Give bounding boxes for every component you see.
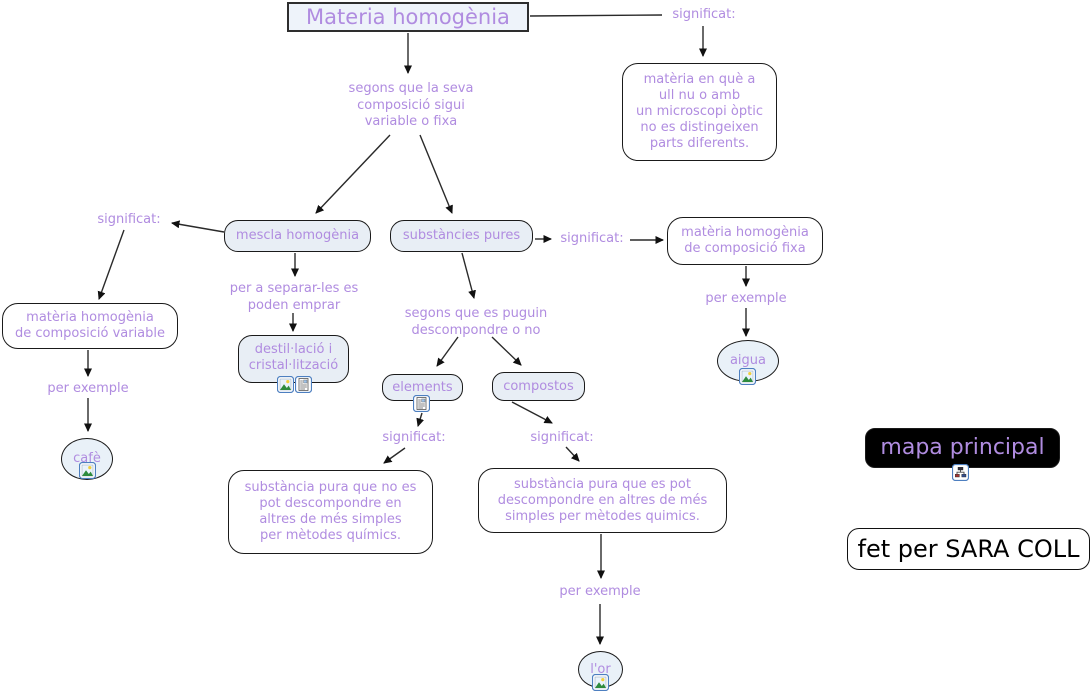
linking-phrase-per-exemple-bottom[interactable]: per exemple [559, 584, 641, 599]
concept-lor[interactable]: l'or [578, 651, 623, 688]
linking-phrase-per-exemple-right[interactable]: per exemple [705, 291, 787, 306]
concept-composicio-fixa[interactable]: matèria homogènia de composició fixa [667, 217, 823, 265]
concept-compostos[interactable]: compostos [492, 372, 585, 401]
concept-definicio-element[interactable]: substància pura que no es pot descompond… [228, 470, 433, 554]
linking-phrase-per-exemple-left[interactable]: per exemple [47, 381, 129, 396]
concept-destillacio-cristallitzacio[interactable]: destil·lació i cristal·lització [238, 335, 349, 383]
linking-phrase-significat-compostos[interactable]: significat: [530, 430, 594, 445]
linking-phrase-segons-composicio[interactable]: segons que la seva composició sigui vari… [348, 81, 474, 129]
concept-definicio-compost[interactable]: substància pura que es pot descompondre … [478, 468, 727, 533]
linking-phrase-per-a-separar[interactable]: per a separar-les es poden emprar [229, 281, 359, 313]
image-resource-icon[interactable] [79, 462, 96, 479]
concept-materia-homogenia[interactable]: Materia homogènia [287, 2, 529, 32]
image-resource-icon[interactable] [739, 368, 756, 385]
document-resource-icon[interactable] [295, 376, 312, 393]
concept-cafe[interactable]: cafè [61, 438, 113, 480]
linking-phrase-segons-descompondre[interactable]: segons que es puguin descompondre o no [404, 306, 548, 338]
concept-mescla-homogenia[interactable]: mescla homogènia [224, 220, 371, 252]
linking-phrase-significat-left[interactable]: significat: [97, 212, 161, 227]
image-resource-icon[interactable] [277, 376, 294, 393]
concept-mapa-principal[interactable]: mapa principal [865, 428, 1060, 468]
linking-phrase-significat-top[interactable]: significat: [672, 7, 736, 22]
concept-map-link-icon[interactable] [952, 464, 969, 481]
image-resource-icon[interactable] [592, 674, 609, 691]
linking-phrase-significat-elements[interactable]: significat: [382, 430, 446, 445]
document-resource-icon[interactable] [413, 395, 430, 412]
author-credit-box[interactable]: fet per SARA COLL [847, 528, 1090, 570]
concept-definicio-materia-homogenia[interactable]: matèria en què a ull nu o amb un microsc… [622, 63, 777, 161]
concept-elements[interactable]: elements [382, 374, 463, 401]
concept-substancies-pures[interactable]: substàncies pures [390, 220, 533, 252]
linking-phrase-significat-mid[interactable]: significat: [560, 231, 624, 246]
concept-composicio-variable[interactable]: matèria homogènia de composició variable [2, 303, 178, 349]
